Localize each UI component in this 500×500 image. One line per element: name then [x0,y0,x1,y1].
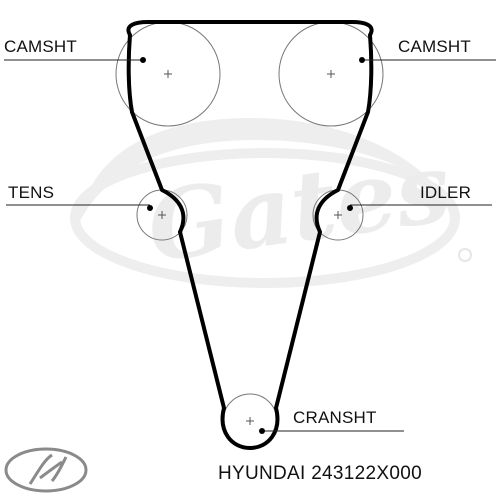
logo-oval [4,447,88,493]
part-caption: HYUNDAI 243122X000 [218,463,422,484]
leader-dots [140,57,365,434]
timing-belt [126,20,374,450]
center-mark [246,417,254,425]
gates-watermark: Gates [70,118,472,288]
dot [140,57,146,63]
center-mark [158,211,166,219]
dot [147,205,153,211]
hyundai-logo [4,447,88,493]
label-camsht-right: CAMSHT [398,37,471,56]
center-mark [327,70,335,78]
watermark-oval [70,148,460,288]
dot [359,57,365,63]
leaders [4,59,496,432]
label-camsht-left: CAMSHT [4,37,77,56]
label-tens: TENS [8,183,55,202]
label-idler: IDLER [420,183,472,202]
logo-h [28,453,68,485]
registered-mark [458,248,472,262]
dot [259,428,265,434]
center-mark [164,70,172,78]
watermark-swoosh [78,118,455,225]
pulley-centers [158,70,342,425]
label-cransht: CRANSHT [293,408,377,427]
dot [347,205,353,211]
center-mark [334,211,342,219]
